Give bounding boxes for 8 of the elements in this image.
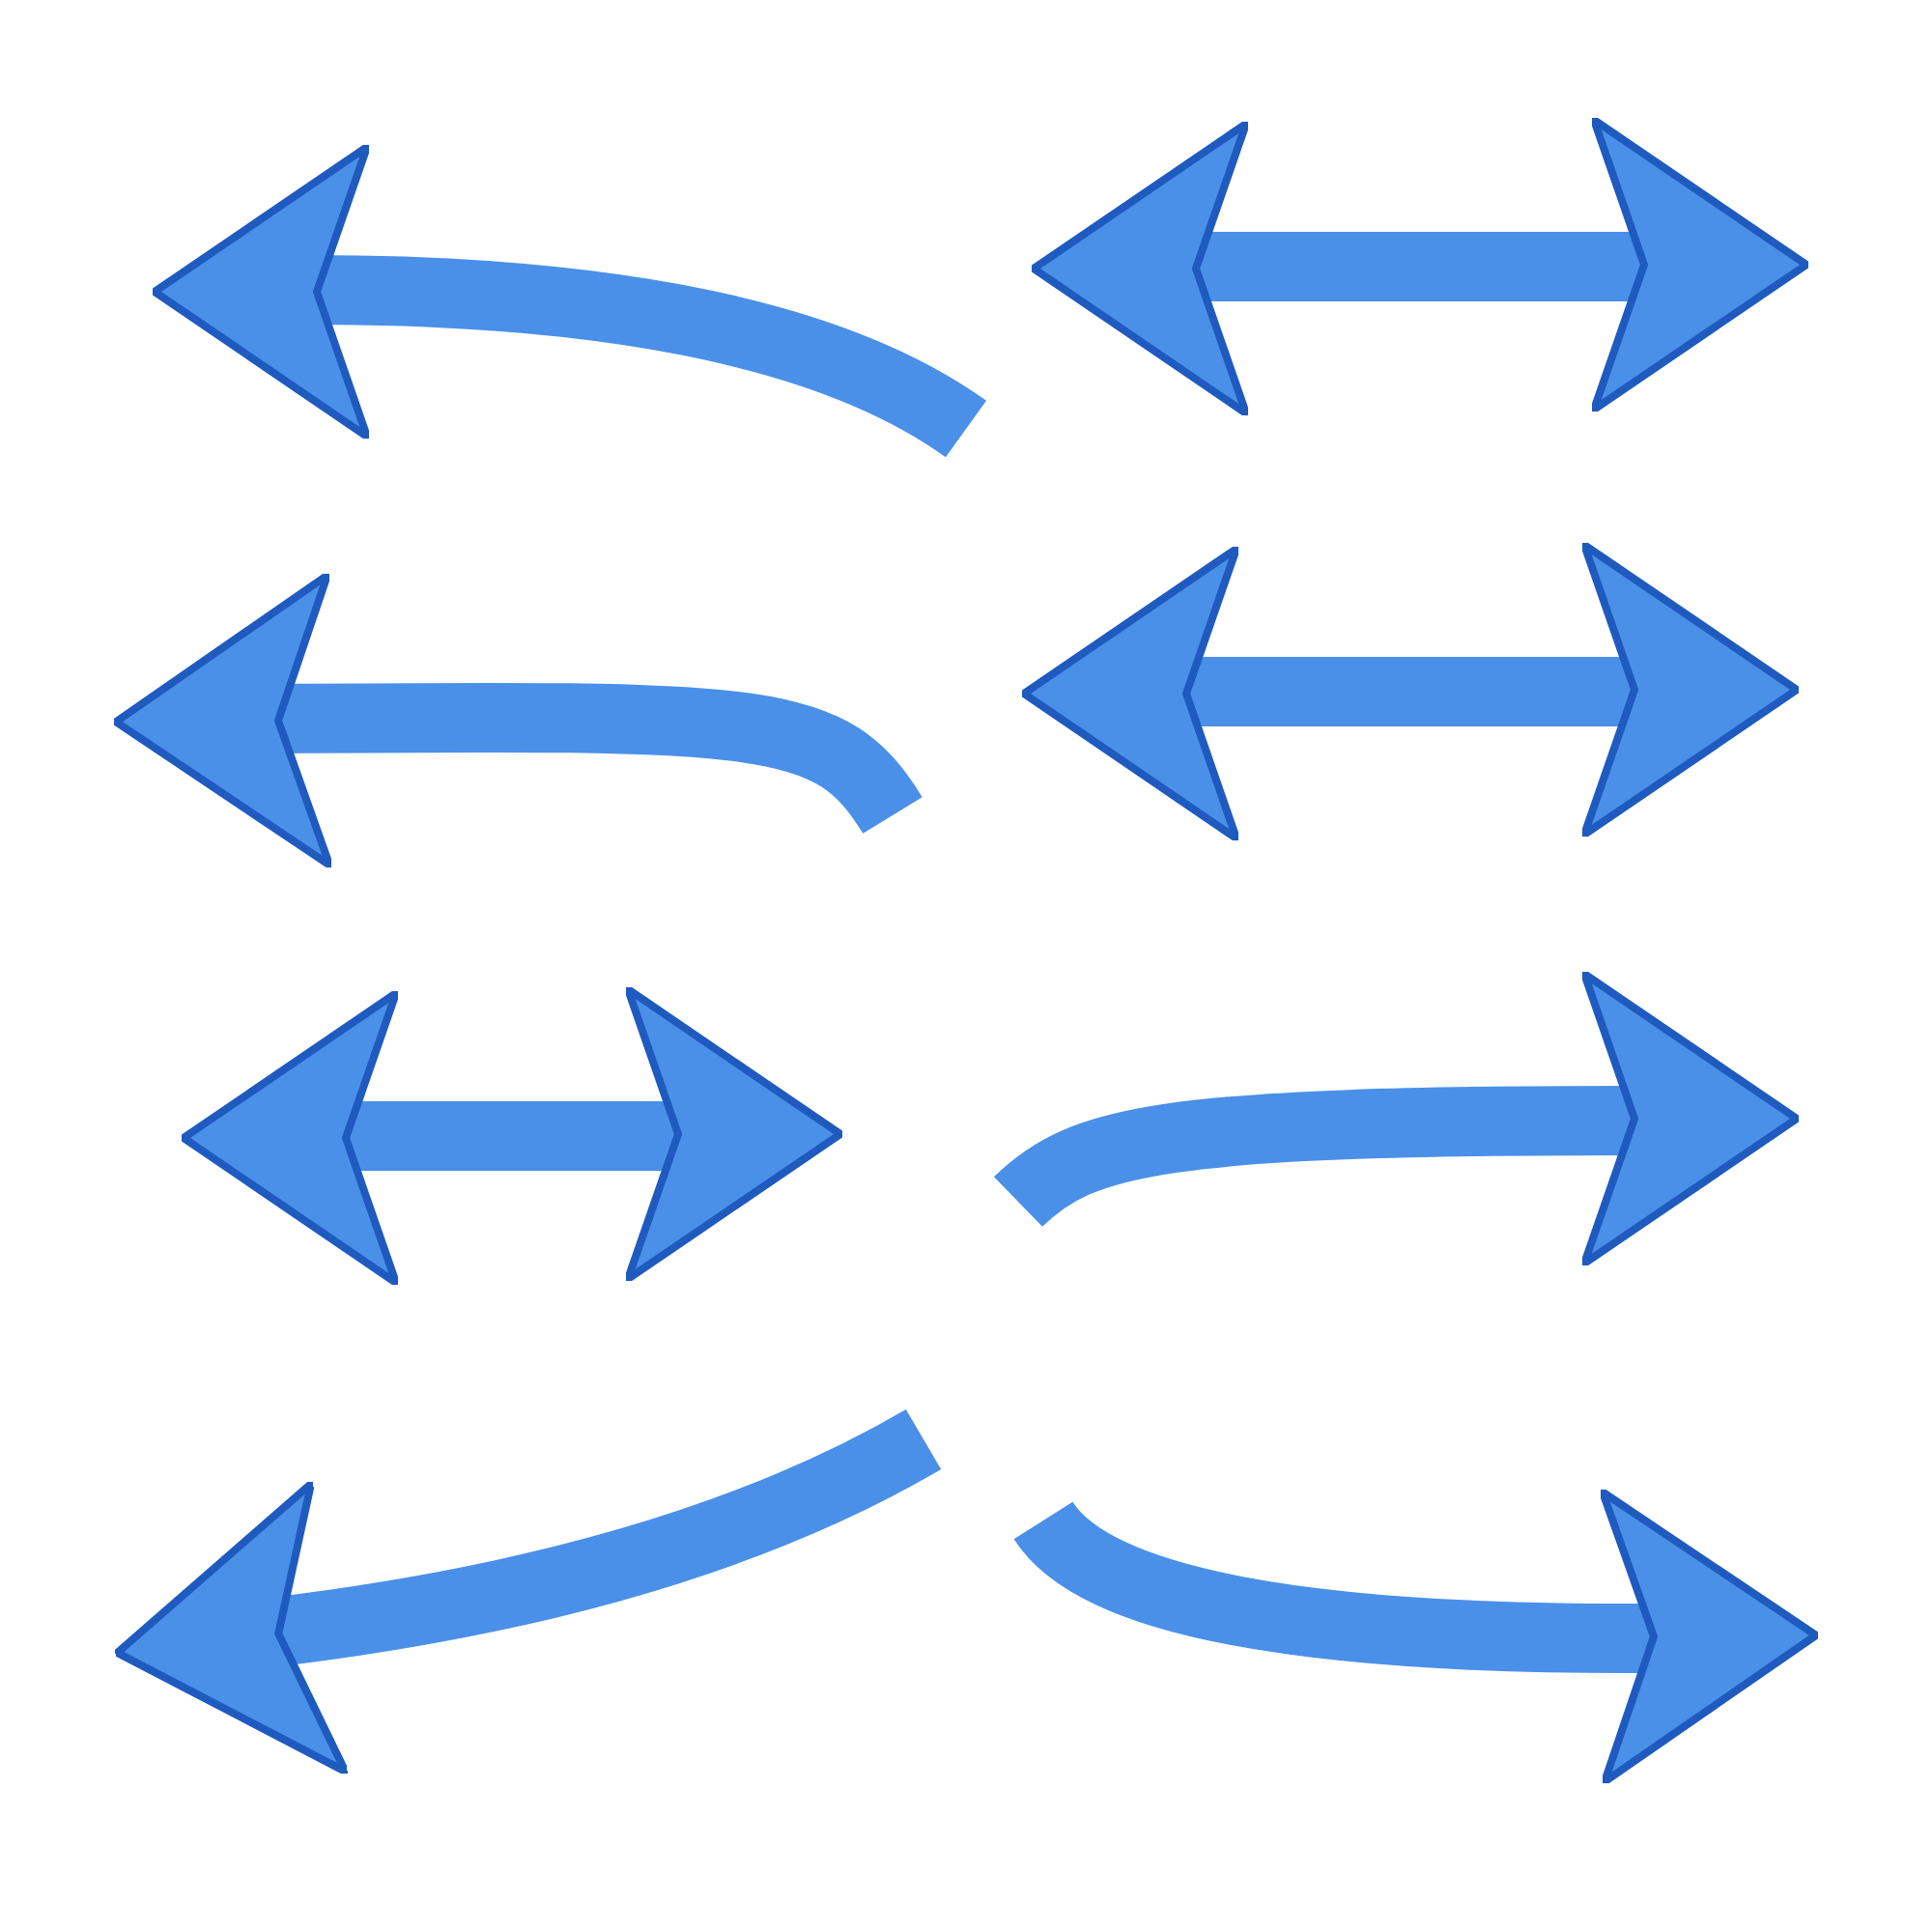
double-arrow-shape <box>1020 541 1801 842</box>
double-arrow-shape <box>1030 116 1810 417</box>
arrow-shape <box>1016 1487 1820 1785</box>
arrow-shape <box>113 1408 941 1775</box>
arrow-shape <box>151 143 985 459</box>
arrow-shape <box>112 571 922 869</box>
arrow-shape <box>995 970 1801 1268</box>
double-arrow-shape <box>180 985 844 1287</box>
